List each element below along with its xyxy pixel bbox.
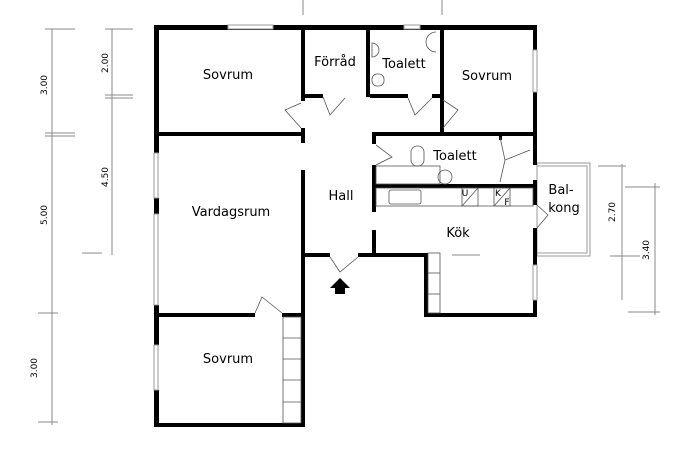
room-label-sovrum: Sovrum (203, 352, 253, 367)
dimension-label: 4.50 (101, 167, 111, 187)
dimension-label: 3.40 (642, 240, 652, 260)
dimension-lines-left (38, 28, 133, 425)
appliance-label-u: U (462, 189, 469, 199)
doors (254, 96, 549, 314)
room-label-balkong: kong (548, 201, 580, 216)
appliance-label-k: K (495, 189, 502, 199)
room-label-forrad: Förråd (314, 55, 356, 70)
dimension-label: 5.00 (40, 205, 50, 225)
room-label-toalett: Toalett (432, 149, 476, 164)
windows (153, 24, 538, 391)
balcony (536, 162, 591, 257)
room-label-sovrum: Sovrum (462, 69, 512, 84)
room-label-vardagsrum: Vardagsrum (192, 205, 270, 220)
dimension-label: 2.00 (101, 53, 111, 73)
dimension-label: 3.00 (30, 358, 40, 378)
room-label-kok: Kök (446, 226, 470, 241)
entrance-arrow-icon (330, 278, 350, 294)
walls (154, 25, 537, 427)
dimension-label: 3.00 (40, 75, 50, 95)
room-label-toalett: Toalett (381, 57, 425, 72)
dimension-lines-right (452, 164, 660, 315)
room-label-sovrum: Sovrum (203, 68, 253, 83)
room-label-hall: Hall (329, 189, 354, 204)
dimension-label: 2.70 (608, 202, 618, 222)
appliance-label-f: F (504, 198, 509, 208)
room-label-balkong: Bal- (548, 183, 573, 198)
fixtures (282, 31, 534, 424)
